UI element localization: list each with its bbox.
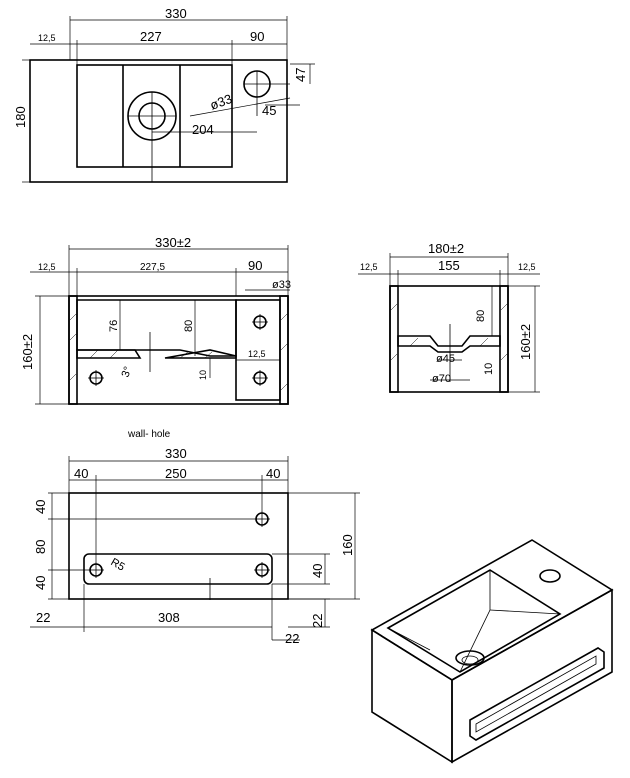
top-height: 180 [13, 106, 28, 128]
front-section [30, 245, 290, 405]
side-drain-inner: ø45 [436, 353, 455, 365]
front-depth-76: 76 [108, 320, 120, 332]
wall-left-v-40-top: 40 [33, 500, 48, 514]
top-overall-width: 330 [165, 6, 187, 21]
wall-left-40: 40 [74, 466, 88, 481]
top-view [22, 16, 315, 183]
iso-left-face [371, 628, 453, 764]
side-bottom-10: 10 [483, 363, 495, 375]
top-basin-width: 227 [140, 29, 162, 44]
top-view-basin [76, 64, 233, 168]
wall-hole-title: wall- hole [127, 429, 171, 440]
top-left-margin: 12,5 [38, 33, 56, 43]
top-tap-offset-x: 45 [262, 103, 276, 118]
side-overall-width: 180±2 [428, 241, 464, 256]
wall-middle-250: 250 [165, 466, 187, 481]
top-tap-offset-y: 47 [293, 68, 308, 82]
wall-left-v-40-bottom: 40 [33, 576, 48, 590]
front-right-part: 90 [248, 258, 262, 273]
iso-towel-slot [469, 647, 605, 741]
side-drain-outer: ø70 [432, 373, 451, 385]
front-tap-hole: ø33 [272, 279, 291, 291]
wall-radius: R5 [109, 556, 127, 573]
wall-right-40: 40 [266, 466, 280, 481]
top-view-outline [29, 59, 288, 183]
top-tap-diameter: ø33 [208, 91, 234, 113]
front-wall-12-5: 12,5 [248, 349, 266, 359]
front-basin-width: 227,5 [140, 262, 165, 273]
side-basin-floor [397, 335, 501, 353]
wall-bottom-308: 308 [158, 610, 180, 625]
wall-height-160: 160 [340, 534, 355, 556]
wall-right-v-40: 40 [310, 564, 325, 578]
front-overall-width: 330±2 [155, 235, 191, 250]
front-bottom-10: 10 [198, 370, 208, 380]
wall-right-v-22: 22 [310, 614, 325, 628]
labels: 330 12,5 227 90 180 ø33 45 47 204 330±2 … [13, 6, 536, 646]
side-inner-width: 155 [438, 258, 460, 273]
front-basin-cavity [76, 299, 237, 357]
side-height: 160±2 [518, 324, 533, 360]
wall-left-v-80: 80 [33, 540, 48, 554]
wall-hole-outline [68, 492, 289, 600]
front-depth-80: 80 [183, 320, 195, 332]
side-right-margin: 12,5 [518, 262, 536, 272]
side-section [358, 253, 540, 393]
wall-hole-slot [83, 553, 273, 585]
side-left-margin: 12,5 [360, 262, 378, 272]
top-right-part: 90 [250, 29, 264, 44]
iso-front-face [451, 588, 613, 764]
front-slope: 3° [120, 365, 135, 379]
wall-overall-width: 330 [165, 446, 187, 461]
front-left-margin: 12,5 [38, 262, 56, 272]
wall-bottom-22-right: 22 [285, 631, 299, 646]
iso-tap-hole [539, 569, 561, 583]
front-height: 160±2 [20, 334, 35, 370]
wall-bottom-22-left: 22 [36, 610, 50, 625]
isometric-view [370, 539, 614, 764]
side-depth-80: 80 [475, 310, 487, 322]
wall-hole-plan [30, 456, 360, 641]
top-tap-distance: 204 [192, 122, 214, 137]
